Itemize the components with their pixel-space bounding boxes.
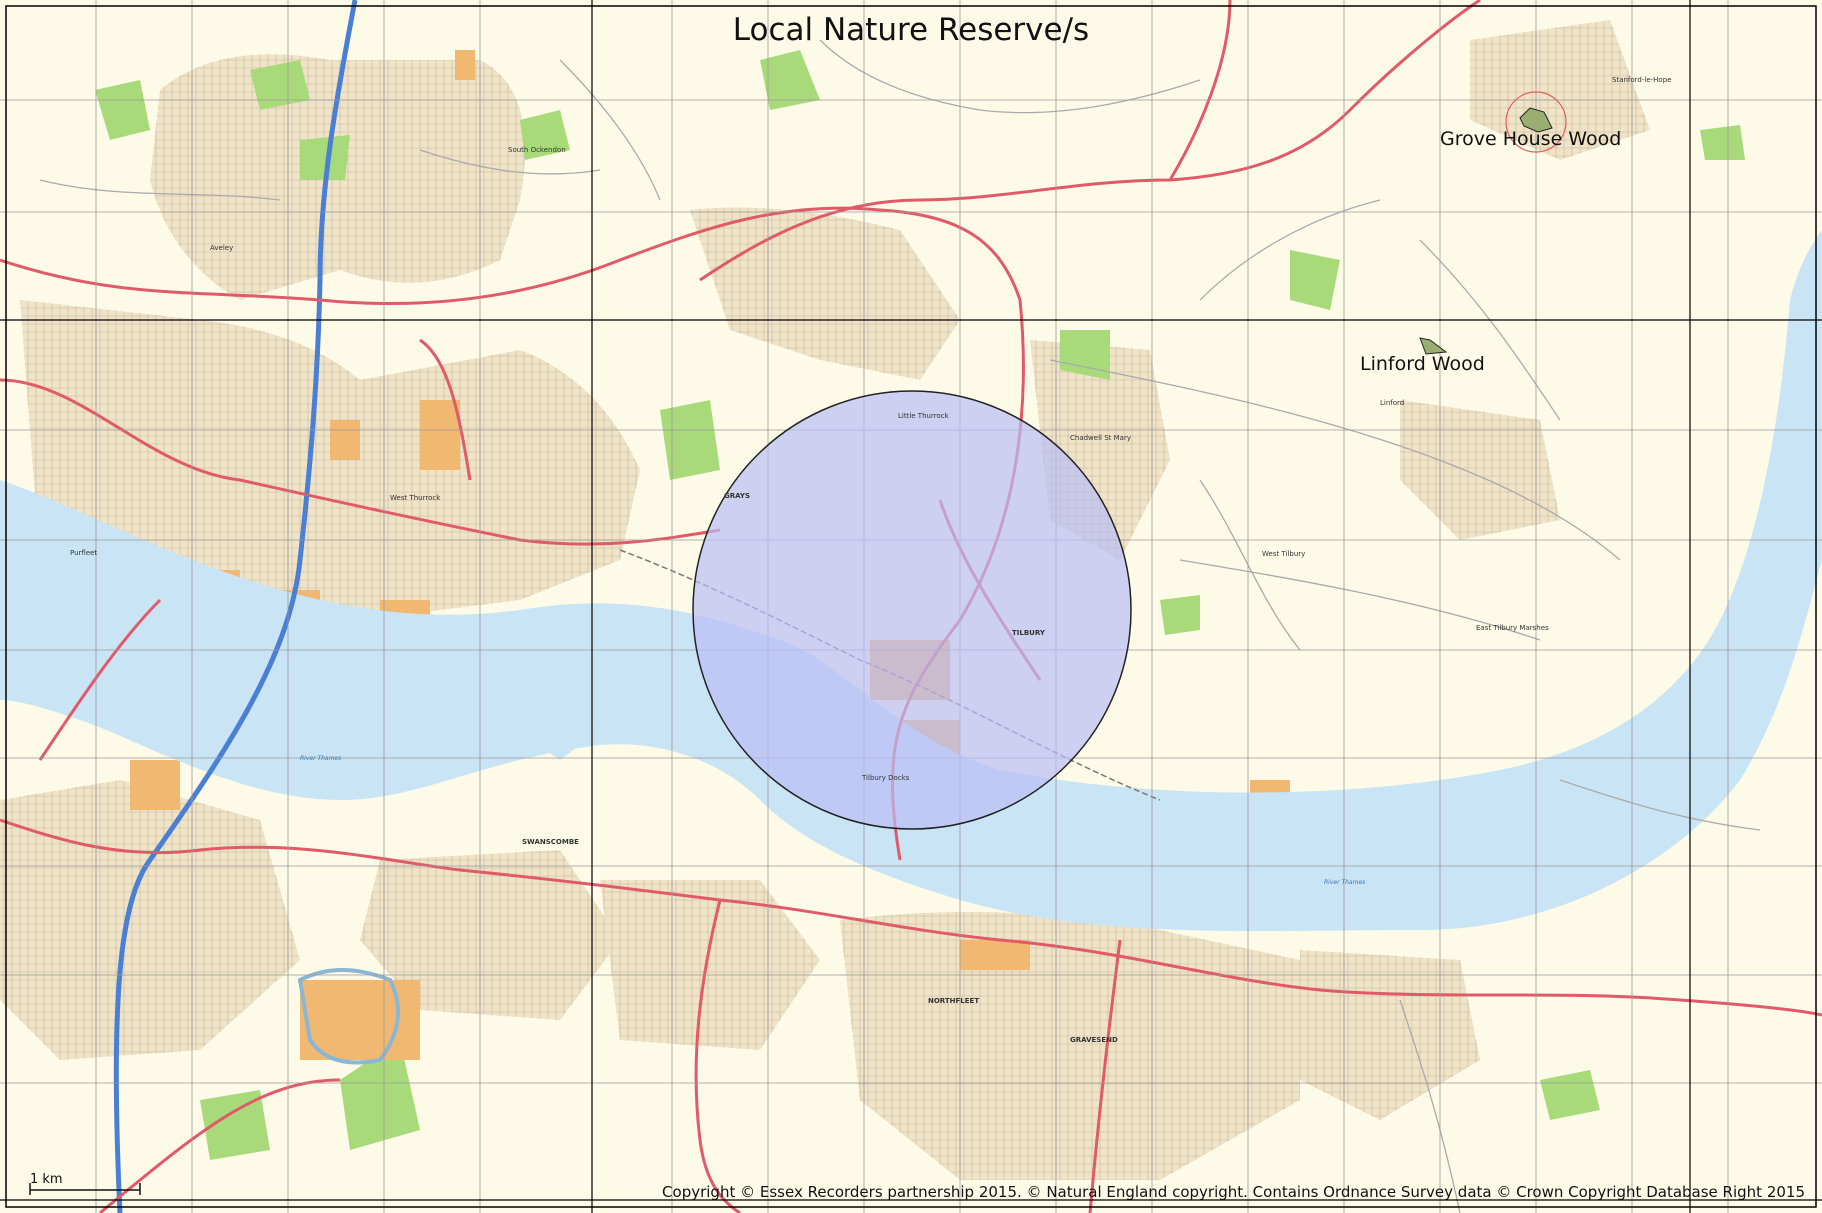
place-label: GRAYS: [724, 492, 750, 500]
reserve-polygon[interactable]: [1419, 337, 1448, 355]
copyright-notice: Copyright © Essex Recorders partnership …: [662, 1183, 1805, 1201]
reserve-label: Grove House Wood: [1440, 128, 1621, 150]
scale-label: 1 km: [30, 1172, 63, 1187]
river-inlet: [500, 687, 600, 760]
reserve-buffer-ring: [1505, 91, 1567, 153]
place-label: Stanford-le-Hope: [1612, 76, 1671, 84]
place-label: Purfleet: [70, 549, 97, 557]
scale-bar: 1 km: [29, 1172, 141, 1195]
lake-bluewater: [297, 968, 400, 1065]
place-label: Aveley: [210, 244, 233, 252]
reserve-linford-wood[interactable]: Linford Wood: [1360, 337, 1485, 375]
place-label: West Thurrock: [390, 494, 441, 502]
place-label: Linford: [1380, 399, 1404, 407]
place-label: SWANSCOMBE: [522, 838, 579, 846]
map-border: [5, 5, 1817, 1208]
place-label: NORTHFLEET: [928, 997, 979, 1005]
place-labels: South Ockendon Aveley West Thurrock Purf…: [70, 76, 1671, 1044]
place-label: West Tilbury: [1262, 550, 1305, 558]
place-label: Tilbury Docks: [861, 774, 910, 782]
place-label: TILBURY: [1012, 629, 1046, 637]
river-thames: [0, 230, 1822, 932]
place-label: Little Thurrock: [898, 412, 950, 420]
place-label: South Ockendon: [508, 146, 566, 154]
place-label: GRAVESEND: [1070, 1036, 1118, 1044]
motorway-m25: [113, 0, 358, 1213]
place-label: East Tilbury Marshes: [1476, 624, 1549, 632]
map-title: Local Nature Reserve/s: [733, 12, 1089, 48]
woodland-patches: [95, 50, 1745, 1160]
river-label: River Thames: [300, 755, 341, 762]
buffer-circle[interactable]: [692, 390, 1132, 830]
reserve-grove-house-wood[interactable]: Grove House Wood: [1440, 91, 1621, 153]
river-label: River Thames: [1324, 879, 1365, 886]
reserve-label: Linford Wood: [1360, 353, 1485, 375]
place-label: Chadwell St Mary: [1070, 434, 1131, 442]
reserve-polygon[interactable]: [1519, 107, 1553, 133]
